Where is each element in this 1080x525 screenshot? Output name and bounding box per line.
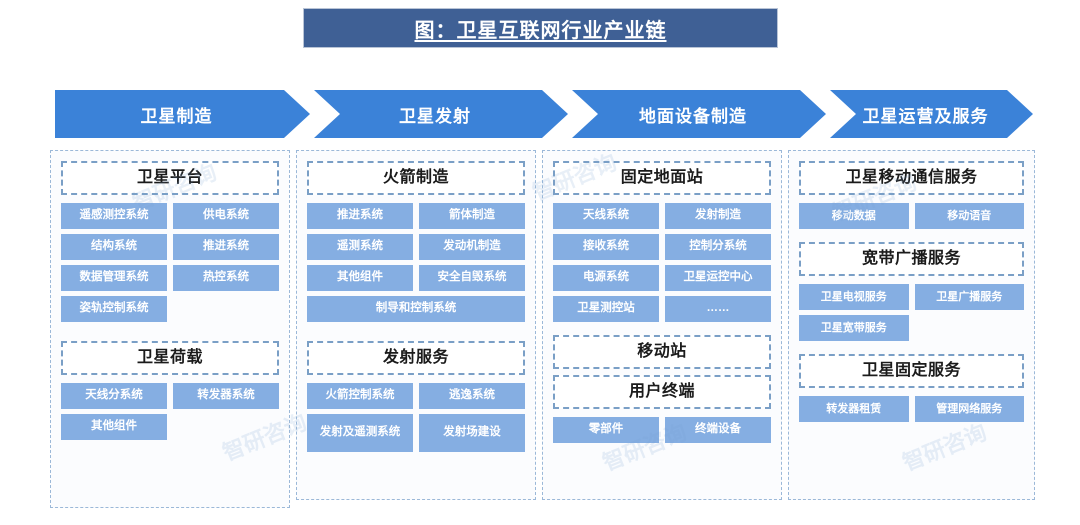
group-header-satellite-payload: 卫星荷载 [61,341,279,375]
item-box[interactable]: 卫星宽带服务 [799,315,909,341]
item-box[interactable]: 发射及遥测系统 [307,414,413,452]
item-box[interactable]: …… [665,296,771,322]
value-chain-panels: 卫星平台 遥感测控系统 供电系统 结构系统 推进系统 数据管理系统 热控系统 姿… [50,150,1035,510]
item-grid-user-terminal: 零部件 终端设备 [553,417,771,443]
stage-chevron-3-label: 地面设备制造 [639,106,747,126]
panel-ground-equipment: 固定地面站 天线系统 发射制造 接收系统 控制分系统 电源系统 卫星运控中心 卫… [542,150,782,500]
stage-chevron-4[interactable]: 卫星运营及服务 [830,90,1033,138]
spacer [307,331,525,341]
item-box[interactable]: 终端设备 [665,417,771,443]
item-box[interactable]: 结构系统 [61,234,167,260]
group-header-rocket-manufacturing: 火箭制造 [307,161,525,195]
item-grid-fixed-satellite-service: 转发器租赁 管理网络服务 [799,396,1024,422]
group-header-user-terminal: 用户终端 [553,375,771,409]
item-box[interactable]: 移动数据 [799,203,909,229]
group-header-launch-service: 发射服务 [307,341,525,375]
group-header-satellite-platform: 卫星平台 [61,161,279,195]
group-header-mobile-station: 移动站 [553,335,771,369]
item-box[interactable]: 电源系统 [553,265,659,291]
item-box[interactable]: 转发器系统 [173,383,279,409]
item-box[interactable]: 其他组件 [307,265,413,291]
stage-chevron-4-label: 卫星运营及服务 [862,106,989,126]
stage-chevron-3[interactable]: 地面设备制造 [572,90,826,138]
item-box[interactable]: 控制分系统 [665,234,771,260]
group-header-mobile-comm-service: 卫星移动通信服务 [799,161,1024,195]
item-grid-fixed-ground-station: 天线系统 发射制造 接收系统 控制分系统 电源系统 卫星运控中心 卫星测控站 …… [553,203,771,322]
item-box[interactable]: 接收系统 [553,234,659,260]
spacer [61,331,279,341]
item-box[interactable]: 安全自毁系统 [419,265,525,291]
item-box[interactable]: 逃逸系统 [419,383,525,409]
item-box[interactable]: 遥测系统 [307,234,413,260]
item-box[interactable]: 卫星运控中心 [665,265,771,291]
stage-chevron-1[interactable]: 卫星制造 [55,90,310,138]
item-grid-satellite-payload: 天线分系统 转发器系统 其他组件 [61,383,279,440]
item-box[interactable]: 发射场建设 [419,414,525,452]
chart-title-banner: 图：卫星互联网行业产业链 [303,8,778,48]
item-box[interactable]: 发射制造 [665,203,771,229]
group-header-fixed-ground-station: 固定地面站 [553,161,771,195]
stage-chevron-2[interactable]: 卫星发射 [314,90,568,138]
item-box[interactable]: 遥感测控系统 [61,203,167,229]
item-box[interactable]: 卫星广播服务 [914,284,1024,310]
item-box[interactable]: 发动机制造 [419,234,525,260]
item-grid-launch-service: 火箭控制系统 逃逸系统 发射及遥测系统 发射场建设 [307,383,525,452]
panel-satellite-operations: 卫星移动通信服务 移动数据 移动语音 宽带广播服务 卫星电视服务 卫星广播服务 … [788,150,1035,500]
panel-satellite-launch: 火箭制造 推进系统 箭体制造 遥测系统 发动机制造 其他组件 安全自毁系统 制导… [296,150,536,500]
item-grid-broadband-broadcast-service: 卫星电视服务 卫星广播服务 卫星宽带服务 [799,284,1024,341]
panel-satellite-manufacturing: 卫星平台 遥感测控系统 供电系统 结构系统 推进系统 数据管理系统 热控系统 姿… [50,150,290,508]
group-header-broadband-broadcast-service: 宽带广播服务 [799,242,1024,276]
item-box[interactable]: 转发器租赁 [799,396,909,422]
item-box[interactable]: 供电系统 [173,203,279,229]
item-box[interactable]: 移动语音 [914,203,1024,229]
item-box[interactable]: 推进系统 [307,203,413,229]
stage-chevron-2-label: 卫星发射 [399,106,471,126]
item-box[interactable]: 数据管理系统 [61,265,167,291]
item-box[interactable]: 天线系统 [553,203,659,229]
item-box[interactable]: 姿轨控制系统 [61,296,167,322]
item-box[interactable]: 热控系统 [173,265,279,291]
item-grid-satellite-platform: 遥感测控系统 供电系统 结构系统 推进系统 数据管理系统 热控系统 姿轨控制系统 [61,203,279,322]
item-box[interactable]: 卫星电视服务 [799,284,909,310]
item-box[interactable]: 零部件 [553,417,659,443]
page-title: 图：卫星互联网行业产业链 [414,19,667,42]
item-box[interactable]: 卫星测控站 [553,296,659,322]
item-box[interactable]: 制导和控制系统 [307,296,525,322]
item-grid-rocket-manufacturing: 推进系统 箭体制造 遥测系统 发动机制造 其他组件 安全自毁系统 制导和控制系统 [307,203,525,322]
item-box[interactable]: 火箭控制系统 [307,383,413,409]
item-box[interactable]: 其他组件 [61,414,167,440]
item-grid-mobile-comm-service: 移动数据 移动语音 [799,203,1024,229]
group-header-fixed-satellite-service: 卫星固定服务 [799,354,1024,388]
stage-chevron-1-label: 卫星制造 [140,106,213,126]
item-box[interactable]: 管理网络服务 [914,396,1024,422]
item-box[interactable]: 箭体制造 [419,203,525,229]
value-chain-stage-row: 卫星制造 卫星发射 地面设备制造 卫星运营及服务 [55,90,1033,138]
item-box[interactable]: 天线分系统 [61,383,167,409]
item-box[interactable]: 推进系统 [173,234,279,260]
